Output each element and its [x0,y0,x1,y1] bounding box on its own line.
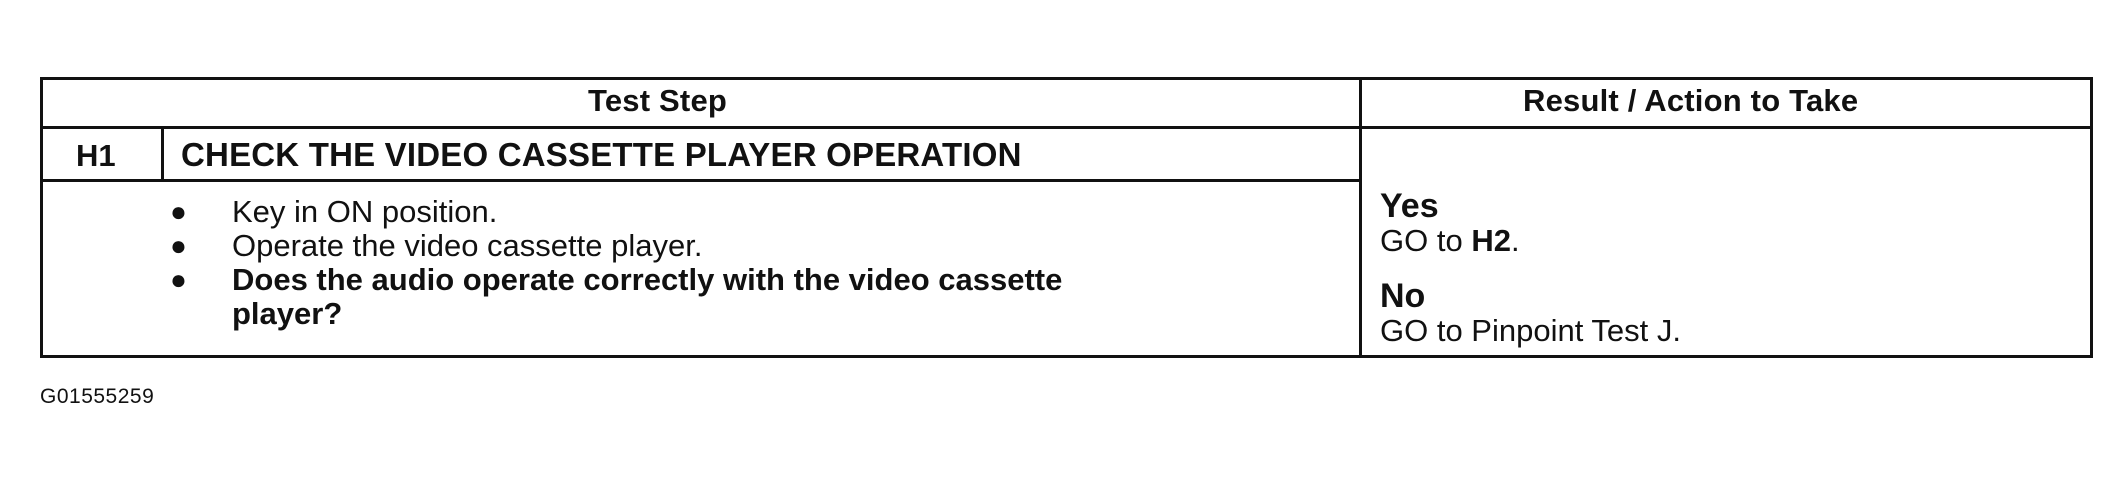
step-instructions: ● Key in ON position. ● Operate the vide… [170,195,1062,331]
step-id: H1 [76,138,116,173]
instruction-text: Key in ON position. [232,194,498,229]
question-line-1: Does the audio operate correctly with th… [232,262,1063,297]
result-yes-target: H2 [1471,223,1511,258]
step-id-divider [161,126,164,182]
question-line-2: player? [232,296,343,331]
bullet-icon: ● [170,230,187,261]
result-no-label: No [1380,277,1426,315]
result-yes-action-suffix: . [1510,223,1520,258]
header-result-action: Result / Action to Take [1523,83,1859,118]
header-test-step: Test Step [588,83,728,118]
figure-id: G01555259 [40,385,155,408]
column-divider [1359,77,1362,358]
step-title: CHECK THE VIDEO CASSETTE PLAYER OPERATIO… [181,136,1022,173]
instruction-text: Operate the video cassette player. [232,228,703,263]
instruction-question: ● Does the audio operate correctly with … [170,263,1062,331]
test-step-table [40,77,2093,358]
result-yes-action-prefix: GO to [1380,223,1472,258]
header-row-divider [40,126,2093,129]
result-yes: Yes GO to H2. [1380,188,1520,258]
bullet-icon: ● [170,196,187,227]
instruction-item: ● Operate the video cassette player. [170,229,1062,263]
step-title-divider [40,179,1362,182]
bullet-icon: ● [170,264,187,295]
result-yes-label: Yes [1380,187,1439,225]
result-no: No GO to Pinpoint Test J. [1380,278,1681,348]
result-no-action: GO to Pinpoint Test J. [1380,313,1681,348]
result-yes-action: GO to H2. [1380,224,1520,258]
instruction-item: ● Key in ON position. [170,195,1062,229]
